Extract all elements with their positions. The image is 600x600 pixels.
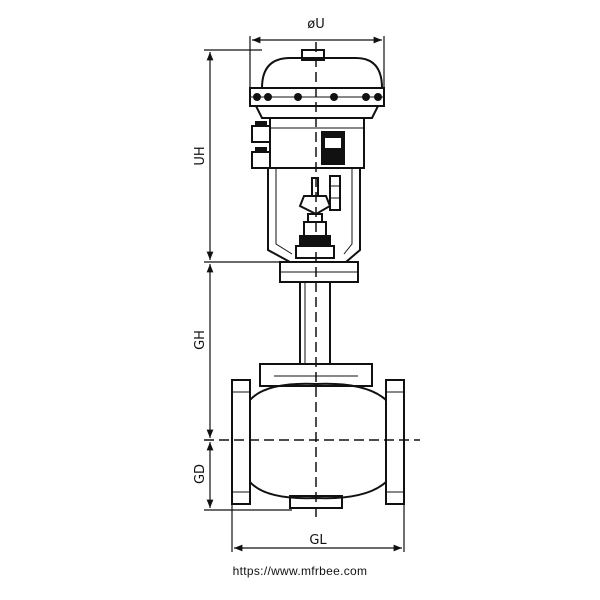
dim-label-uh: UH — [193, 146, 208, 165]
yoke — [267, 168, 361, 263]
positioner — [251, 117, 365, 169]
actuator — [249, 49, 385, 119]
center-lines — [204, 42, 420, 520]
dim-label-gh: GH — [193, 330, 208, 350]
dim-label-gd: GD — [193, 464, 208, 484]
valve-body — [231, 363, 405, 509]
actuator-bolts — [253, 93, 382, 101]
dimension-lines — [204, 36, 405, 552]
bonnet — [279, 261, 359, 365]
watermark-url: https://www.mfrbee.com — [232, 564, 368, 578]
dim-label-gl: GL — [309, 533, 327, 548]
dim-label-diameter-u: øU — [307, 17, 324, 32]
